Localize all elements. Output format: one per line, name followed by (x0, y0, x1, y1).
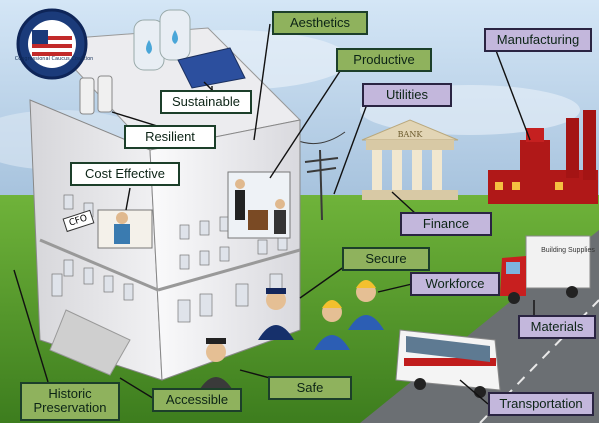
label-secure: Secure (342, 247, 430, 272)
water-tanks (133, 9, 191, 71)
office-meeting (227, 171, 291, 239)
bus (395, 329, 501, 398)
label-utilities: Utilities (362, 83, 452, 108)
truck-sign: Building Supplies (541, 247, 595, 254)
label-accessible: Accessible (152, 388, 242, 413)
cfo-office (97, 209, 153, 249)
security-officer (258, 288, 294, 340)
generators (79, 75, 113, 115)
logo-subtitle: Congressional Caucus Coalition (14, 56, 94, 62)
label-productive: Productive (336, 48, 432, 73)
label-safe: Safe (268, 376, 352, 401)
power-pole (295, 131, 346, 221)
label-historic-preservation: Historic Preservation (20, 382, 120, 421)
label-resilient: Resilient (124, 125, 216, 150)
logo-seal (16, 8, 88, 80)
label-aesthetics: Aesthetics (272, 11, 368, 36)
label-finance: Finance (400, 212, 492, 237)
bank: BANK (361, 119, 459, 200)
label-materials: Materials (518, 315, 596, 340)
label-transportation: Transportation (488, 392, 594, 417)
label-workforce: Workforce (410, 272, 500, 297)
label-cost-effective: Cost Effective (70, 162, 180, 187)
callout-lines (13, 23, 535, 405)
workers (314, 280, 384, 350)
bank-sign: BANK (398, 130, 424, 139)
label-manufacturing: Manufacturing (484, 28, 592, 53)
label-sustainable: Sustainable (160, 90, 252, 115)
factory (488, 110, 598, 204)
building (29, 27, 302, 381)
truck: Building Supplies (500, 235, 595, 304)
